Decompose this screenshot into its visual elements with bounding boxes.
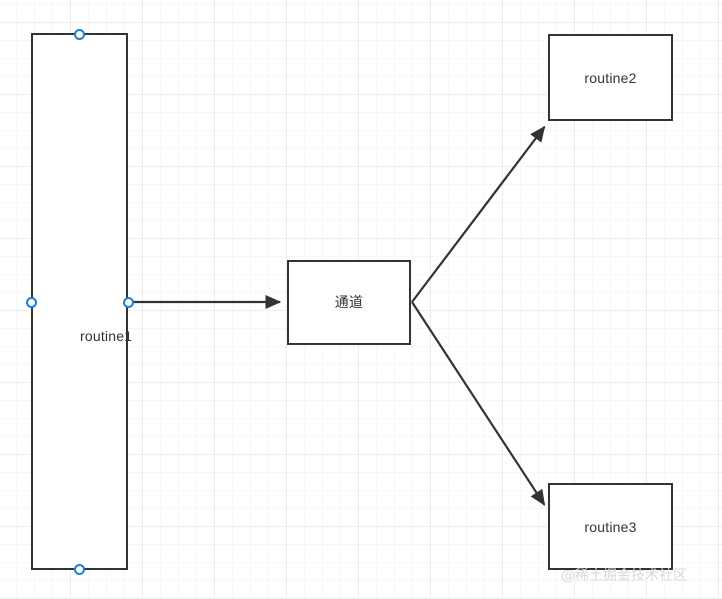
port-handle-left[interactable] [26, 297, 37, 308]
port-handle-bottom[interactable] [74, 564, 85, 575]
edge-tongdao-routine2[interactable] [411, 125, 546, 303]
node-tongdao[interactable]: 通道 [287, 260, 411, 345]
node-tongdao-label: 通道 [334, 294, 364, 311]
node-routine3-label: routine3 [584, 518, 637, 535]
node-routine2-label: routine2 [584, 69, 637, 86]
edge-tongdao-routine3[interactable] [411, 301, 546, 506]
node-routine1[interactable]: routine1 [31, 33, 132, 570]
watermark-text: @稀土掘金技术社区 [561, 568, 687, 584]
port-handle-right[interactable] [123, 297, 134, 308]
node-routine3[interactable]: routine3 [548, 483, 673, 570]
port-handle-top[interactable] [74, 29, 85, 40]
node-routine1-label: routine1 [80, 328, 133, 344]
node-routine2[interactable]: routine2 [548, 34, 673, 121]
